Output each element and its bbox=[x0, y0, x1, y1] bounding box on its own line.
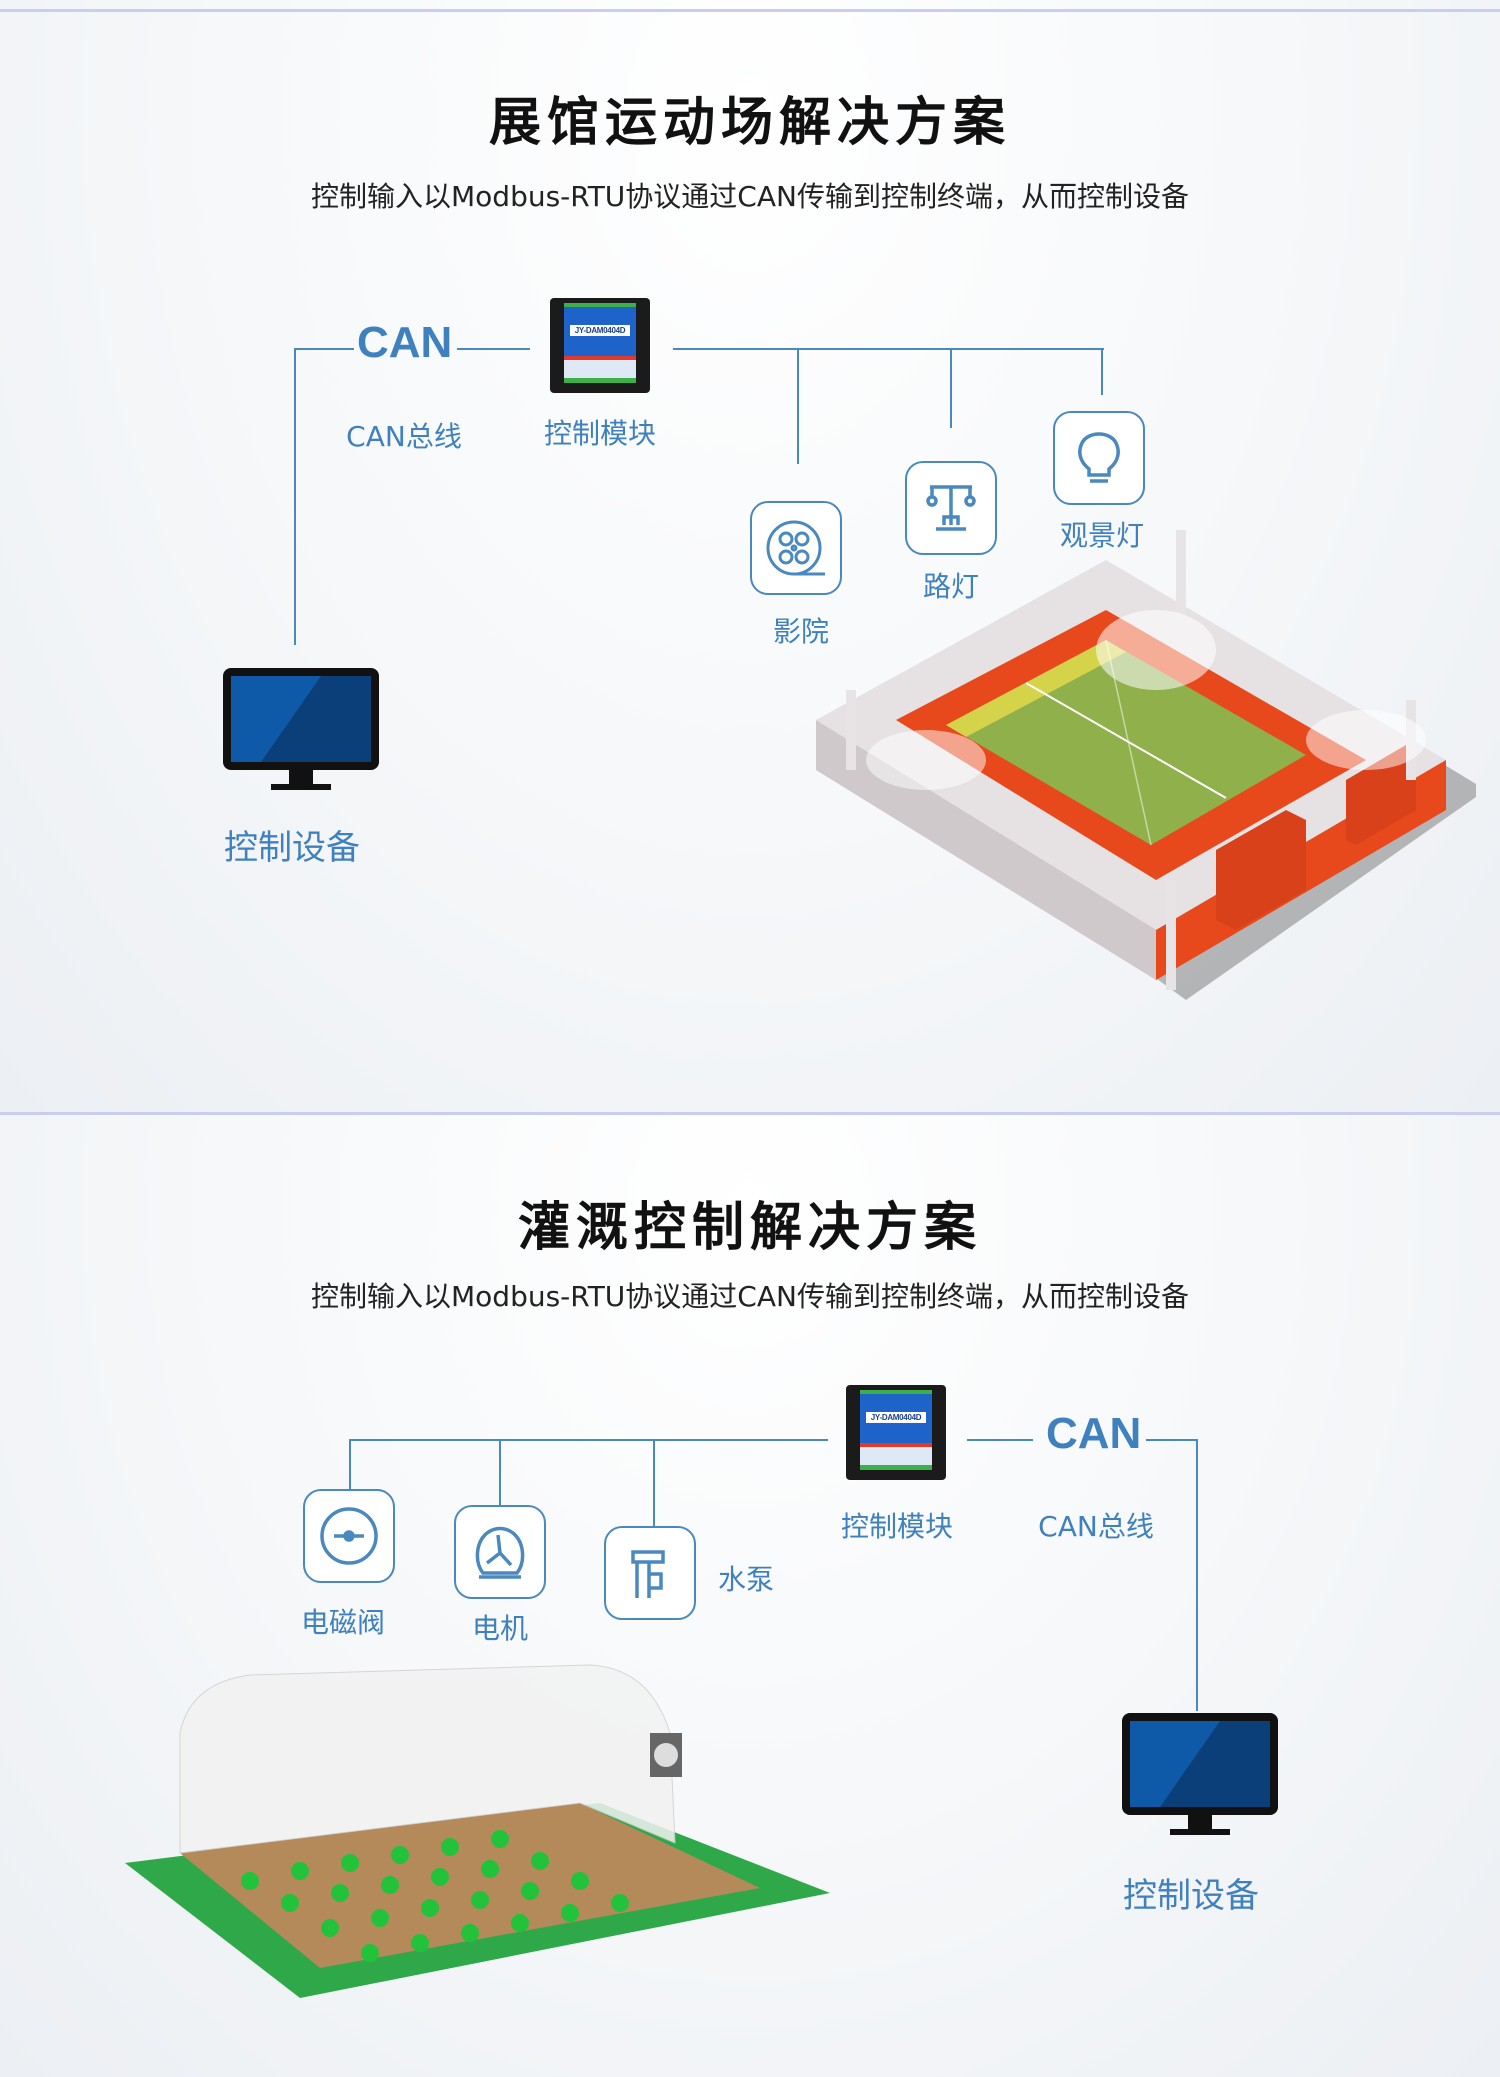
monitor-icon bbox=[223, 668, 379, 790]
connector-line bbox=[349, 1439, 351, 1489]
connector-line bbox=[294, 348, 354, 350]
scenic-light-button[interactable] bbox=[1053, 411, 1145, 505]
can-label: CAN bbox=[357, 318, 453, 367]
connector-line bbox=[653, 1439, 655, 1526]
light-bulb-icon bbox=[1078, 432, 1120, 483]
can-bus-label: CAN总线 bbox=[346, 420, 462, 453]
stadium-section: 展馆运动场解决方案 控制输入以Modbus-RTU协议通过CAN传输到控制终端，… bbox=[0, 0, 1500, 1113]
greenhouse-illustration bbox=[125, 1664, 830, 1998]
section-title: 灌溉控制解决方案 bbox=[517, 1198, 982, 1258]
top-divider bbox=[0, 9, 1500, 12]
endpoint-label: 电磁阀 bbox=[300, 1606, 386, 1639]
endpoint-label: 水泵 bbox=[717, 1563, 775, 1596]
endpoint-label: 影院 bbox=[772, 615, 830, 648]
connector-line bbox=[294, 348, 296, 645]
bus-line bbox=[673, 348, 1104, 350]
connector-line bbox=[499, 1439, 501, 1505]
control-module-image: JY-DAM0404D bbox=[550, 298, 650, 393]
endpoint-label: 路灯 bbox=[922, 570, 980, 603]
connector-line bbox=[1196, 1439, 1198, 1711]
connector-line bbox=[1101, 348, 1103, 395]
can-label: CAN bbox=[1046, 1409, 1142, 1458]
connector-line bbox=[457, 348, 530, 350]
irrigation-section: 灌溉控制解决方案 控制输入以Modbus-RTU协议通过CAN传输到控制终端，从… bbox=[0, 1113, 1500, 2077]
control-device-label: 控制设备 bbox=[224, 828, 360, 868]
section-title: 展馆运动场解决方案 bbox=[488, 93, 1011, 153]
solenoid-valve-button[interactable] bbox=[303, 1489, 395, 1583]
bus-line bbox=[349, 1439, 828, 1441]
control-module-image: JY-DAM0404D bbox=[846, 1385, 946, 1480]
control-device-label: 控制设备 bbox=[1123, 1876, 1259, 1916]
water-pump-icon bbox=[631, 1550, 665, 1598]
street-lamp-button[interactable] bbox=[905, 461, 997, 555]
motor-button[interactable] bbox=[454, 1505, 546, 1599]
module-model-label: JY-DAM0404D bbox=[570, 325, 630, 336]
monitor-icon bbox=[1122, 1713, 1278, 1835]
can-bus-label: CAN总线 bbox=[1038, 1510, 1154, 1543]
section-subtitle: 控制输入以Modbus-RTU协议通过CAN传输到控制终端，从而控制设备 bbox=[311, 1280, 1189, 1313]
module-model-label: JY-DAM0404D bbox=[866, 1412, 926, 1423]
endpoint-label: 观景灯 bbox=[1059, 519, 1145, 552]
water-pump-button[interactable] bbox=[604, 1526, 696, 1620]
motor-fan-icon bbox=[475, 1526, 525, 1579]
solenoid-valve-icon bbox=[320, 1507, 378, 1565]
section-divider bbox=[0, 1112, 1500, 1115]
connector-line bbox=[950, 348, 952, 428]
module-label: 控制模块 bbox=[543, 417, 657, 450]
film-reel-icon bbox=[766, 520, 825, 576]
stadium-illustration bbox=[816, 530, 1476, 1000]
street-lamp-icon bbox=[926, 485, 976, 531]
endpoint-label: 电机 bbox=[471, 1612, 529, 1645]
cinema-button[interactable] bbox=[750, 501, 842, 595]
connector-line bbox=[797, 348, 799, 464]
connector-line bbox=[1146, 1439, 1198, 1441]
section-subtitle: 控制输入以Modbus-RTU协议通过CAN传输到控制终端，从而控制设备 bbox=[311, 180, 1189, 213]
connector-line bbox=[967, 1439, 1033, 1441]
module-label: 控制模块 bbox=[840, 1510, 954, 1543]
